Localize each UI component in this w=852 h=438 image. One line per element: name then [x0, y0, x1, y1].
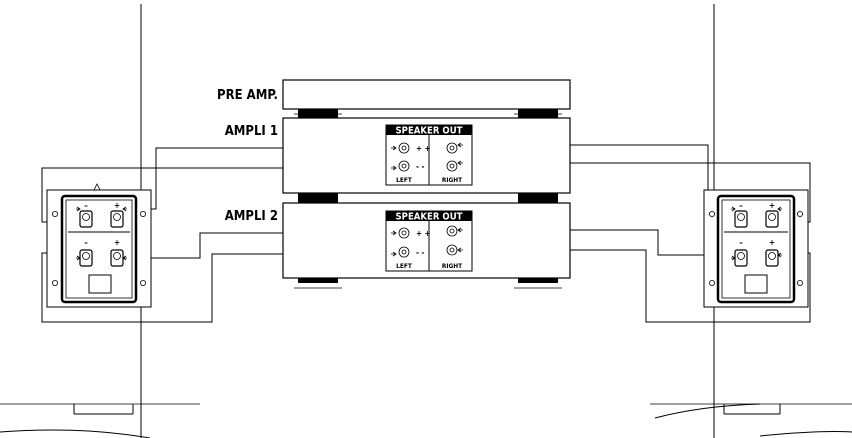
ampli2-left-minus-jack — [398, 246, 410, 258]
left-hf-plus-label: + — [114, 201, 120, 210]
right-lf-minus-label: – — [739, 238, 743, 247]
left-lf-plus-label: + — [114, 238, 120, 247]
preamp-foot-right — [518, 109, 558, 114]
right-terminal-nameplate — [744, 274, 768, 294]
ampli2-foot-right — [518, 278, 558, 283]
preamp-label: PRE AMP. — [217, 88, 278, 103]
ampli1-top-foot-right — [518, 198, 558, 203]
right-hf-minus-label: – — [739, 201, 743, 210]
ampli2-left-label: LEFT — [396, 262, 412, 270]
ampli2-right-plus-jack — [446, 225, 458, 237]
preamp-top-foot-right — [518, 114, 558, 118]
left-hf-minus-label: – — [84, 201, 88, 210]
ampli2-label: AMPLI 2 — [225, 209, 278, 224]
ampli1-panel-header — [386, 125, 472, 135]
ampli1-plus-marker: + + — [416, 144, 431, 153]
left-terminal-nameplate — [88, 274, 112, 294]
ampli2-panel-title: SPEAKER OUT — [396, 212, 463, 223]
preamp-top-foot-left — [298, 114, 338, 118]
ampli2-right-label: RIGHT — [442, 262, 462, 270]
ampli1-right-minus-jack — [446, 160, 458, 172]
ampli1-left-label: LEFT — [396, 176, 412, 184]
ampli2-minus-marker: - - — [416, 248, 424, 257]
right-speaker-terminal-plate: – + – + — [703, 189, 809, 308]
right-lf-plus-label: + — [769, 238, 775, 247]
ampli2-panel-header — [386, 211, 472, 221]
ampli1-panel-title: SPEAKER OUT — [396, 126, 463, 137]
ampli2-left-plus-jack — [398, 227, 410, 239]
ampli2-plus-marker: + + — [416, 229, 431, 238]
ampli1-right-label: RIGHT — [442, 176, 462, 184]
left-lf-minus-label: – — [84, 238, 88, 247]
ampli2-speaker-out-panel: SPEAKER OUT + + - - LEFT RIGHT — [385, 210, 473, 272]
ampli1-minus-marker: - - — [416, 162, 424, 171]
ampli1-foot-left — [298, 193, 338, 198]
ampli2-foot-left — [298, 278, 338, 283]
ampli2-right-minus-jack — [446, 244, 458, 256]
preamp — [282, 79, 571, 115]
left-speaker-terminal-plate: – + – + — [46, 183, 152, 308]
ampli1-label: AMPLI 1 — [225, 124, 278, 139]
ampli1-right-plus-jack — [446, 142, 458, 154]
ampli1-foot-right — [518, 193, 558, 198]
ampli1-speaker-out-panel: SPEAKER OUT + + - - LEFT RIGHT — [385, 124, 473, 186]
ampli1-left-minus-jack — [398, 160, 410, 172]
terminal-arrows — [76, 206, 782, 261]
ampli1-top-foot-left — [298, 198, 338, 203]
preamp-foot-left — [298, 109, 338, 114]
right-hf-plus-label: + — [769, 201, 775, 210]
ampli1-left-plus-jack — [398, 142, 410, 154]
